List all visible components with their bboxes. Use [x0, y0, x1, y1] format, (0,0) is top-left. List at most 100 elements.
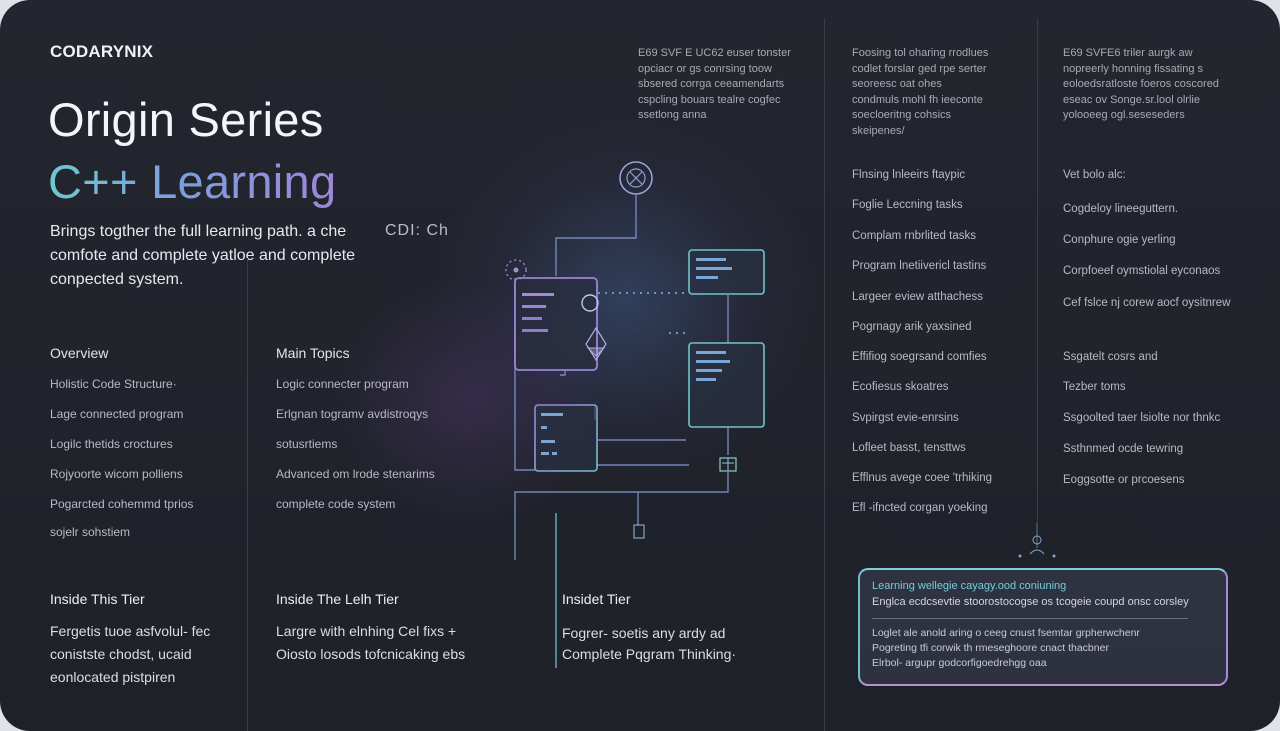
- far-right-item: Tezber toms: [1063, 381, 1126, 393]
- dot-marker: [1052, 554, 1056, 558]
- code-line: [522, 329, 548, 332]
- paragraph-line: ssetlong anna: [638, 109, 707, 121]
- tier-heading: Insidet Tier: [562, 591, 631, 607]
- tier-line: Oiosto losods tofcnicaking ebs: [276, 646, 466, 662]
- code-block-middle: [688, 342, 765, 428]
- info-callout: Learning wellegie cayagy.ood coniuning E…: [858, 568, 1228, 686]
- column-divider: [247, 258, 248, 731]
- tier-line: conistste chodst, ucaid: [50, 646, 192, 662]
- right-list-item: Efl -ifncted corgan yoeking: [852, 502, 988, 514]
- far-right-item: Ssgatelt cosrs and: [1063, 351, 1158, 363]
- paragraph-line: condmuls mohl fh ieeconte: [852, 93, 983, 106]
- brand-logo: CODARYNIX: [50, 42, 154, 61]
- code-line: [541, 440, 555, 443]
- intro-line: conpected system.: [50, 271, 184, 288]
- tier-heading: Inside This Tier: [50, 591, 145, 607]
- far-right-item: Cef fslce nj corew aocf oysitnrew: [1063, 297, 1231, 309]
- tier-line: Fogrer- soetis any ardy ad: [562, 625, 726, 641]
- hero-title: Origin Series: [48, 93, 324, 146]
- port-node-icon: [581, 294, 599, 312]
- top-paragraph: E69 SVFE6 triler aurgk aw nopreerly honn…: [1063, 46, 1219, 124]
- overview-heading: Overview: [50, 345, 109, 361]
- main-topics-item: complete code system: [276, 497, 396, 511]
- language-tag: CDI: Ch: [385, 222, 449, 239]
- overview-item: Pogarcted cohemmd tprios: [50, 497, 194, 511]
- paragraph-line: nopreerly honning fissating s: [1063, 62, 1204, 75]
- gear-node-inner: [626, 168, 646, 188]
- right-list-item: Flnsing lnleeirs ftaypic: [852, 169, 966, 181]
- far-right-item: Corpfoeef oymstiolal eyconaos: [1063, 265, 1221, 277]
- tier-heading: Inside The Lelh Tier: [276, 591, 399, 607]
- code-line: [696, 360, 730, 363]
- right-list-item: Ecofiesus skoatres: [852, 381, 949, 393]
- main-topics-item: Logic connecter program: [276, 377, 409, 391]
- end-node: [633, 524, 645, 539]
- paragraph-line: soecloeritng cohsics: [852, 109, 952, 121]
- paragraph-line: Foosing tol oharing rrodlues: [852, 47, 989, 59]
- start-node-dot: [513, 267, 519, 273]
- code-block-main: [514, 277, 598, 371]
- right-list-item: Foglie Leccning tasks: [852, 199, 963, 211]
- code-line: [522, 317, 542, 320]
- right-list-item: Program lnetiivericl tastins: [852, 260, 987, 272]
- callout-line: Loglet ale anold aring o ceeg cnust fsem…: [872, 627, 1140, 639]
- person-icon: [1032, 535, 1042, 545]
- main-topics-item: Erlgnan togramv avdistroqys: [276, 407, 429, 421]
- main-topics-item: sotusrtiems: [276, 437, 338, 451]
- code-block-lower: [534, 404, 598, 472]
- overview-item: Holistic Code Structure·: [50, 377, 177, 391]
- code-line: [522, 305, 546, 308]
- callout-title: Learning wellegie cayagy.ood coniuning: [872, 580, 1067, 592]
- code-line: [541, 413, 563, 416]
- intro-line: comfote and complete yatloe and complete: [50, 247, 356, 264]
- hero-subtitle: C++ Learning: [48, 155, 337, 208]
- connector-line: [560, 370, 566, 376]
- right-list-item: Largeer eview atthachess: [852, 291, 984, 303]
- person-icon-body: [1029, 549, 1045, 555]
- main-topics-item: Advanced om lrode stenarims: [276, 467, 435, 481]
- connector-line: [555, 195, 637, 276]
- overview-item: Logilc thetids croctures: [50, 437, 173, 451]
- paragraph-line: E69 SVF E UC62 euser tonster: [638, 47, 791, 59]
- code-line: [541, 426, 547, 429]
- right-list-item: Effifiog soegrsand comfies: [852, 351, 987, 363]
- hero-intro: Brings togther the full learning path. a…: [50, 220, 390, 292]
- paragraph-line: yolooeeg ogl.seseseders: [1063, 109, 1185, 121]
- paragraph-line: skeipenes/: [852, 124, 905, 137]
- code-block-top: [688, 249, 765, 295]
- far-right-heading: Vet bolo alc:: [1063, 169, 1126, 181]
- far-right-item: Conphure ogie yerling: [1063, 234, 1176, 246]
- paragraph-line: sbsered corrga ceeamendarts: [638, 78, 785, 90]
- paragraph-line: cspcling bouars tealre cogfec: [638, 93, 781, 106]
- intro-line: Brings togther the full learning path. a…: [50, 223, 347, 240]
- far-right-item: Ssthnmed ocde tewring: [1063, 443, 1184, 455]
- paragraph-line: codlet forslar ged rpe serter: [852, 62, 987, 75]
- far-right-item: Cogdeloy lineeguttern.: [1063, 203, 1179, 215]
- paragraph-line: eoloedsratloste foeros coscored: [1063, 78, 1219, 90]
- tier-line: Fergetis tuoe asfvolul- fec: [50, 623, 211, 639]
- column-divider: [824, 18, 825, 731]
- far-right-item: Eoggsotte or prcoesens: [1063, 474, 1185, 486]
- code-line: [696, 276, 718, 279]
- code-line: [552, 452, 557, 455]
- code-line: [696, 351, 726, 354]
- connector-line: [514, 472, 729, 560]
- code-line: [696, 267, 732, 270]
- tier-line: eonlocated pistpiren: [50, 669, 176, 685]
- gear-node-icon: [619, 161, 653, 195]
- overview-item: Lage connected program: [50, 407, 184, 421]
- overview-item: Rojyoorte wicom polliens: [50, 467, 183, 481]
- code-line: [696, 258, 726, 261]
- callout-line: Pogreting tfi corwik th rmeseghoore cnac…: [872, 642, 1109, 654]
- code-line: [696, 378, 716, 381]
- paragraph-line: E69 SVFE6 triler aurgk aw: [1063, 47, 1193, 59]
- code-line: [541, 452, 549, 455]
- right-list-item: Lofleet basst, tensttws: [852, 442, 966, 454]
- column-divider: [1037, 18, 1038, 523]
- right-list-item: Pogrnagy arik yaxsined: [852, 321, 972, 333]
- callout-divider: [872, 618, 1188, 619]
- funnel-icon: [585, 326, 607, 362]
- code-line: [696, 369, 722, 372]
- paragraph-line: eseac ov Songe.sr.lool olrlie: [1063, 93, 1200, 106]
